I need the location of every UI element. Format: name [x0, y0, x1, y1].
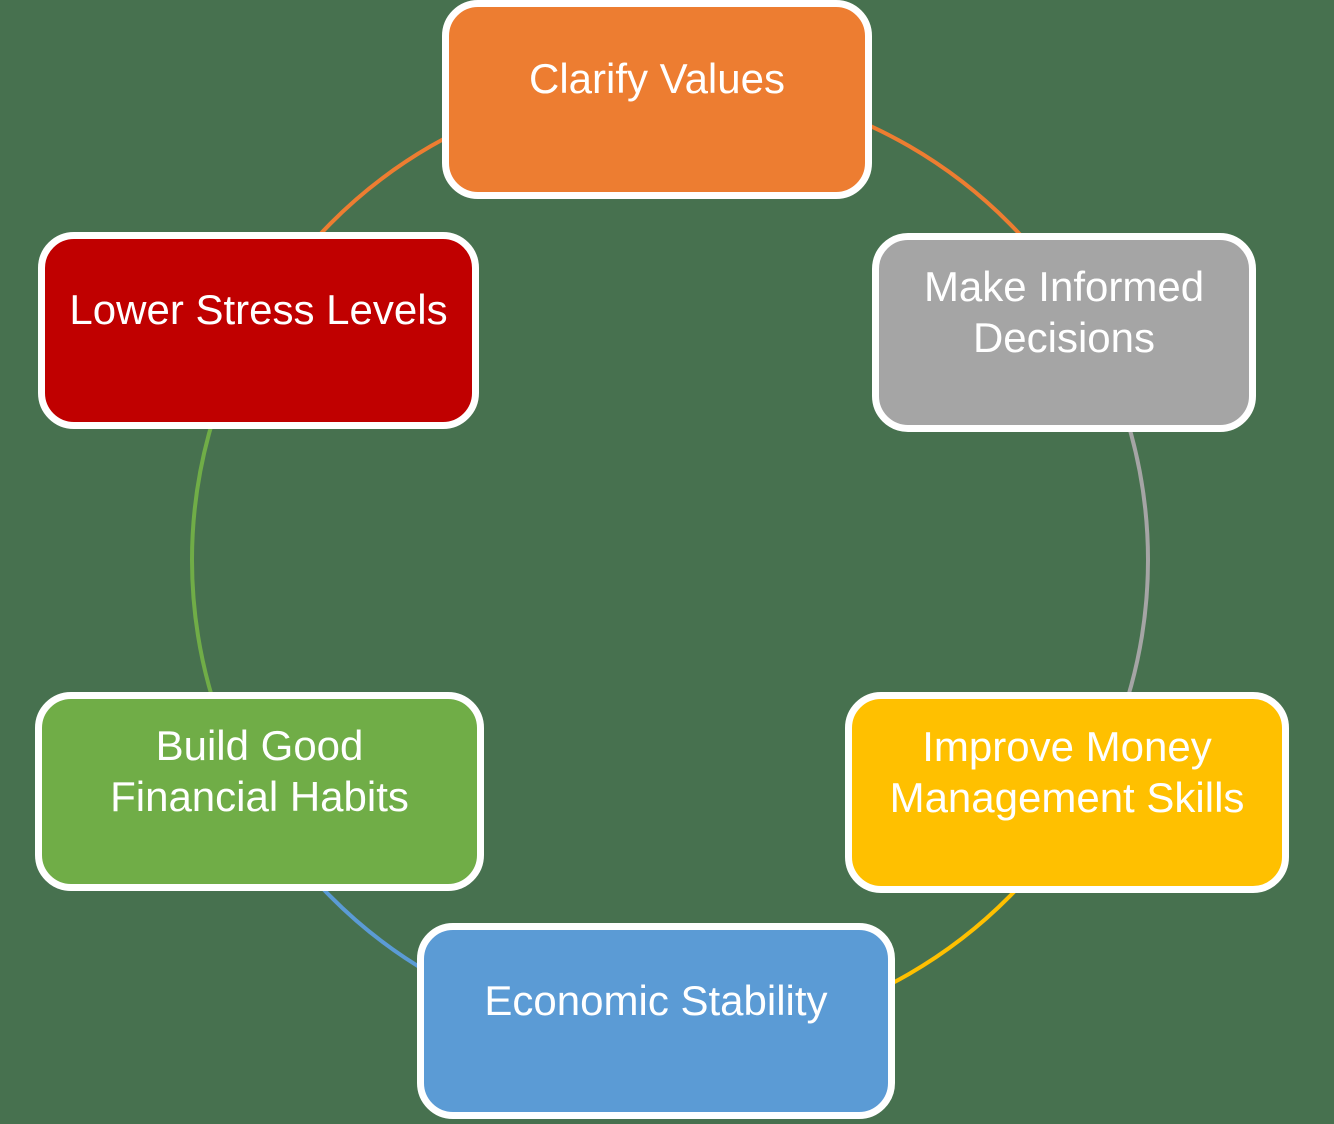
node-label: Build Good Financial Habits [110, 722, 409, 820]
node-label: Clarify Values [529, 55, 785, 103]
node-label: Lower Stress Levels [69, 286, 448, 334]
cycle-node-clarify-values: Clarify Values [442, 0, 872, 199]
cycle-node-make-informed-decisions: Make Informed Decisions [872, 233, 1256, 432]
cycle-node-lower-stress-levels: Lower Stress Levels [38, 232, 479, 429]
cycle-node-improve-money-management-skills: Improve Money Management Skills [845, 692, 1289, 893]
node-label: Make Informed Decisions [923, 263, 1205, 361]
node-label: Improve Money Management Skills [889, 723, 1245, 821]
cycle-node-build-good-financial-habits: Build Good Financial Habits [35, 692, 484, 891]
node-label: Economic Stability [484, 976, 828, 1024]
cycle-node-economic-stability: Economic Stability [417, 923, 895, 1119]
